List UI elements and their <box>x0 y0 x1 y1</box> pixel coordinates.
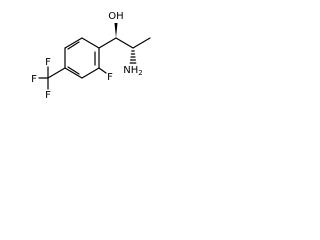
wedge-bond-oh <box>114 23 118 38</box>
atom-label-f-bottom: F <box>45 90 51 101</box>
atom-label-f-ring: F <box>107 72 113 83</box>
ring-bond-bottom <box>64 67 83 79</box>
ring-double-bond-3 <box>67 41 80 50</box>
ring-bond-lower-right <box>81 67 100 79</box>
hashed-bond-nh2 <box>129 50 137 64</box>
bond-c1-to-c2 <box>115 37 134 49</box>
bond-ring-to-cf3 <box>47 67 66 79</box>
atom-label-nh2-subscript: 2 <box>138 69 142 77</box>
bond-ring-to-f <box>98 67 107 74</box>
bond-c2-to-methyl <box>132 37 151 49</box>
chemical-structure-diagram: OH NH2 F F F F <box>31 11 151 101</box>
atom-label-f-top: F <box>45 57 51 68</box>
ring-bond-upper-left <box>64 37 83 49</box>
atom-label-nh2: NH2 <box>123 65 142 77</box>
bond-ring-to-c1 <box>98 37 117 49</box>
atom-label-oh: OH <box>108 11 123 22</box>
atom-label-f-left: F <box>31 74 37 85</box>
ring-double-bond-2 <box>67 66 80 75</box>
ring-bond-top <box>81 37 100 49</box>
benzene-ring <box>64 37 100 79</box>
